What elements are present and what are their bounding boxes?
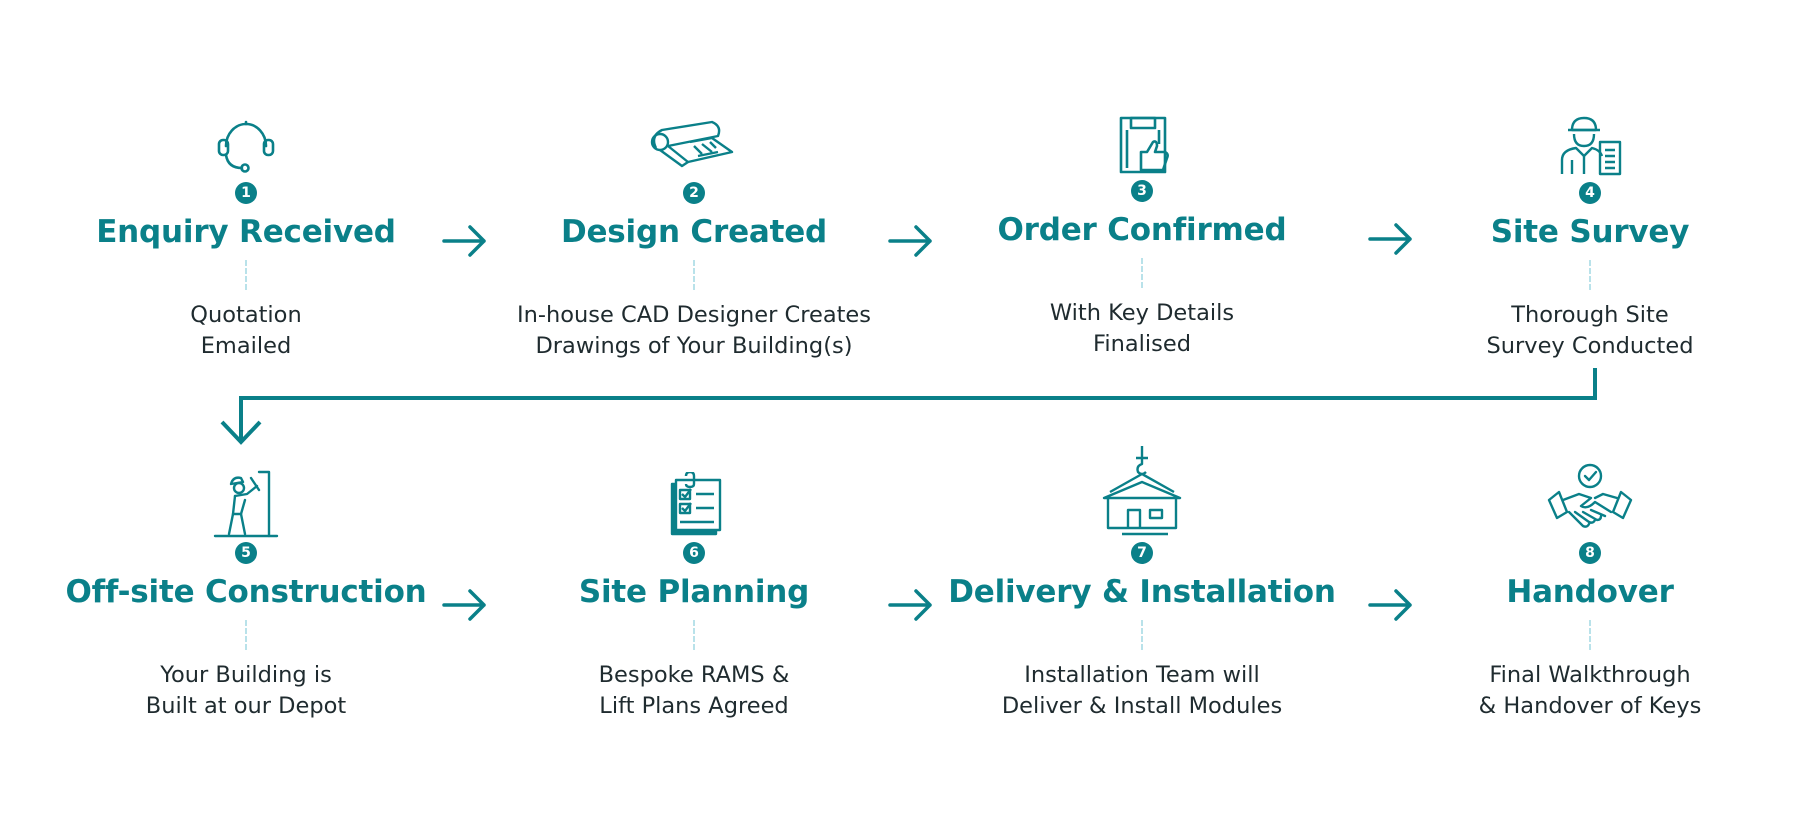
step-title: Site Survey [1490,214,1690,250]
desc-line: Thorough Site [1511,302,1669,328]
step-title: Handover [1506,574,1674,610]
checklist-icon [670,472,722,536]
desc-line: Bespoke RAMS & [598,662,790,688]
arrow-right-icon [1368,223,1412,255]
dashed-divider [245,620,247,650]
arrow-right-icon [888,589,932,621]
dashed-divider [693,620,695,650]
step-7: 7 Delivery & Installation Installation T… [912,446,1372,722]
dashed-divider [1589,260,1591,290]
step-description: Thorough Site Survey Conducted [1360,300,1800,362]
step-title: Site Planning [578,574,810,610]
crane-module-icon [1102,446,1182,536]
step-description: Final Walkthrough & Handover of Keys [1360,660,1800,722]
step-number: 1 [235,182,257,204]
step-number: 6 [683,542,705,564]
step-8: 8 Handover Final Walkthrough & Handover … [1360,462,1800,722]
step-5: 5 Off-site Construction Your Building is… [16,468,476,722]
desc-line: Installation Team will [1024,662,1260,688]
dashed-divider [1141,620,1143,650]
desc-line: Finalised [1093,331,1191,357]
step-4: 4 Site Survey Thorough Site Survey Condu… [1360,112,1800,362]
desc-line: Quotation [190,302,302,328]
desc-line: Built at our Depot [145,693,347,719]
step-number: 8 [1579,542,1601,564]
desc-line: & Handover of Keys [1478,693,1702,719]
step-title: Design Created [560,214,828,250]
step-description: Your Building is Built at our Depot [16,660,476,722]
desc-line: Lift Plans Agreed [599,693,789,719]
desc-line: Deliver & Install Modules [1001,693,1283,719]
arrow-right-icon [1368,589,1412,621]
step-title: Off-site Construction [65,574,427,610]
step-6: 6 Site Planning Bespoke RAMS & Lift Plan… [464,472,924,722]
step-3: 3 Order Confirmed With Key Details Final… [912,110,1372,360]
handshake-icon [1547,463,1633,528]
surveyor-icon [1560,116,1622,176]
builder-icon [213,470,279,538]
arrow-right-icon [888,225,932,257]
step-number: 4 [1579,182,1601,204]
step-title: Enquiry Received [96,214,396,250]
step-title: Delivery & Installation [948,574,1336,610]
thumbs-up-clipboard-icon [1119,116,1169,174]
step-description: Installation Team will Deliver & Install… [912,660,1372,722]
step-description: Bespoke RAMS & Lift Plans Agreed [464,660,924,722]
step-number: 7 [1131,542,1153,564]
arrow-right-icon [442,589,486,621]
desc-line: Your Building is [160,662,332,688]
desc-line: With Key Details [1049,300,1235,326]
dashed-divider [245,260,247,290]
step-title: Order Confirmed [997,212,1287,248]
step-description: In-house CAD Designer Creates Drawings o… [464,300,924,362]
desc-line: In-house CAD Designer Creates [516,302,871,328]
headset-icon [217,120,275,173]
desc-line: Final Walkthrough [1489,662,1691,688]
dashed-divider [1141,258,1143,288]
arrow-right-icon [442,225,486,257]
step-number: 2 [683,182,705,204]
desc-line: Survey Conducted [1486,333,1694,359]
step-number: 5 [235,542,257,564]
blueprint-icon [650,120,734,168]
dashed-divider [693,260,695,290]
dashed-divider [1589,620,1591,650]
step-number: 3 [1131,180,1153,202]
step-2: 2 Design Created In-house CAD Designer C… [464,112,924,362]
desc-line: Drawings of Your Building(s) [535,333,853,359]
desc-line: Emailed [200,333,292,359]
step-description: Quotation Emailed [16,300,476,362]
step-1: 1 Enquiry Received Quotation Emailed [16,112,476,362]
step-description: With Key Details Finalised [912,298,1372,360]
